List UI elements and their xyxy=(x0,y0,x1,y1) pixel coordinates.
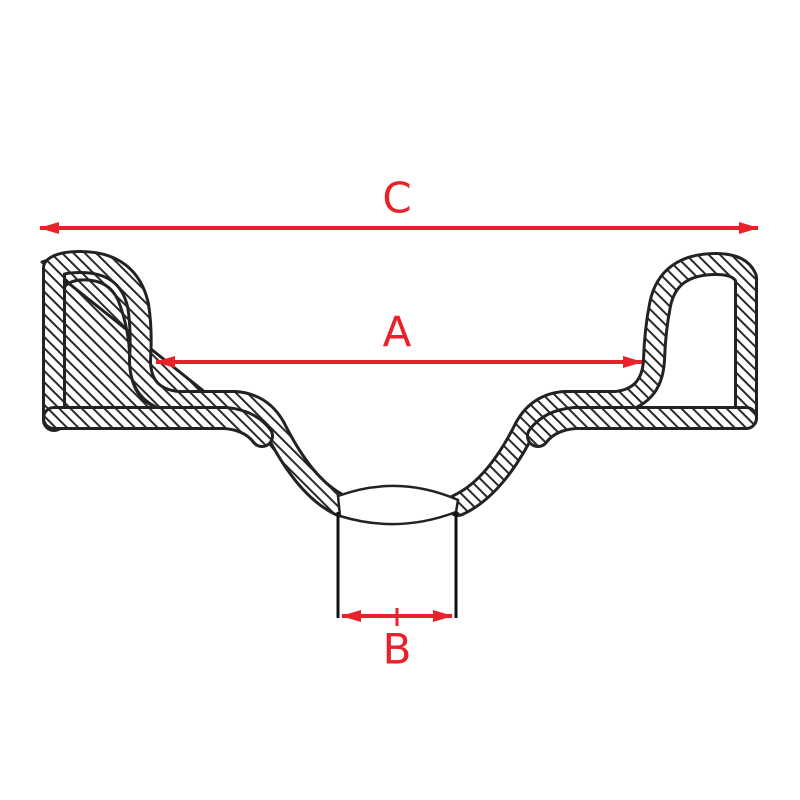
rim-left-base-fill xyxy=(45,409,271,445)
dimension-c-label: C xyxy=(382,174,411,223)
rim-right-wall-fill xyxy=(449,255,755,514)
rim-right-base-fill xyxy=(529,409,755,445)
rim-left-wall-fill xyxy=(45,253,349,514)
dimension-b-label: B xyxy=(383,625,412,674)
center-bore-arc xyxy=(336,484,460,526)
rim-profile xyxy=(40,250,758,526)
dimension-a-label: A xyxy=(383,308,412,357)
